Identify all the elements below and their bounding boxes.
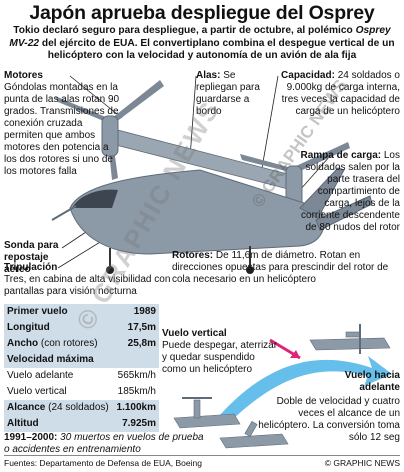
stats-label: Vuelo vertical: [7, 386, 67, 398]
aircraft-forward: [309, 324, 391, 354]
footer-copyright: © GRAPHIC NEWS: [324, 458, 400, 468]
accident-note: 1991–2000: 30 muertos en vuelos de prueb…: [4, 432, 204, 456]
note-text: 30 muertos en vuelos de prueba o acciden…: [4, 432, 204, 455]
stats-label-text: Velocidad máxima: [7, 354, 94, 365]
refuel-probe: [51, 205, 77, 221]
stats-value: 1.100km: [116, 402, 156, 413]
callout-rotores-body: De 11,6m de diámetro. Rotan en direccion…: [172, 250, 389, 285]
osprey-illustration: [51, 75, 373, 274]
callout-capacidad: Capacidad: 24 soldados o 9.000kg de carg…: [278, 70, 400, 118]
stats-label-sub: (24 soldados): [45, 402, 109, 413]
callout-rampa-head: Rampa de carga:: [300, 150, 382, 161]
stats-row: Ancho (con rotores) 25,8m: [4, 336, 159, 352]
cockpit: [72, 189, 118, 208]
stats-row: Velocidad máxima: [4, 352, 159, 368]
callout-alas-body: Se repliegan para guardarse a bordo: [196, 70, 260, 117]
callout-rampa-body: Los soldados salen por la parte trasera …: [301, 150, 400, 233]
callout-vuelo-adelante-body: Doble de velocidad y cuatro veces el alc…: [258, 396, 400, 443]
callout-capacidad-body: 24 soldados o 9.000kg de carga interna, …: [281, 70, 400, 117]
rear-wheel: [246, 266, 254, 274]
stats-value: 185km/h: [117, 386, 156, 397]
intro-part1: Tokio declaró seguro para despliegue, a …: [13, 25, 356, 36]
stats-label: Altitud: [7, 418, 39, 430]
callout-sonda: Sonda para repostaje aéreo: [4, 240, 66, 276]
page-title: Japón aprueba despliegue del Osprey: [29, 2, 375, 24]
callout-alas-head: Alas:: [196, 70, 221, 81]
stats-label-text: Altitud: [7, 418, 39, 429]
callout-rotores-head: Rotores:: [172, 250, 214, 261]
stats-label-text: Longitud: [7, 322, 50, 333]
footer-rule: [4, 455, 400, 456]
stats-row: Altitud 7.925m: [4, 416, 159, 432]
stats-value: 25,8m: [127, 338, 156, 349]
callout-tripulacion-head: Tripulación: [4, 262, 58, 273]
callout-vuelo-vertical-head: Vuelo vertical: [162, 328, 227, 339]
intro-model: Osprey MV-22: [9, 25, 391, 49]
stats-label: Vuelo adelante: [7, 370, 73, 382]
footer-source: Fuentes: Departamento de Defensa de EUA,…: [4, 458, 202, 468]
callout-tripulacion-body: Tres, en cabina de alta visibilidad con …: [4, 274, 171, 297]
stats-row: Alcance (24 soldados) 1.100km: [4, 400, 159, 416]
tail-fin-right: [315, 195, 373, 231]
aircraft-vertical: [173, 397, 241, 429]
aircraft-transition: [219, 421, 289, 449]
stats-label-text: Vuelo vertical: [7, 386, 67, 397]
left-nacelle: [101, 115, 119, 157]
tail-fin-left: [299, 167, 345, 219]
stats-row: Vuelo adelante 565km/h: [4, 368, 159, 384]
callout-vuelo-vertical: Vuelo vertical Puede despegar, aterrizar…: [162, 328, 282, 376]
callout-rampa: Rampa de carga: Los soldados salen por l…: [300, 150, 401, 234]
stats-row: Longitud 17,5m: [4, 320, 159, 336]
callout-sonda-head: Sonda para repostaje aéreo: [4, 240, 59, 275]
callout-vuelo-vertical-body: Puede despegar, aterrizar y quedar suspe…: [162, 340, 278, 375]
stats-row: Vuelo vertical 185km/h: [4, 384, 159, 400]
stats-label: Primer vuelo: [7, 306, 68, 318]
callout-motores: Motores Góndolas montadas en la punta de…: [4, 70, 122, 178]
stats-label-text: Alcance: [7, 402, 46, 413]
stats-label: Longitud: [7, 322, 50, 334]
landing-gear: [109, 246, 251, 268]
callout-rotores: Rotores: De 11,6m de diámetro. Rotan en …: [172, 250, 400, 286]
flight-modes-illustration: [173, 324, 392, 449]
stats-label: Alcance (24 soldados): [7, 402, 109, 414]
front-wheel: [106, 266, 114, 274]
stats-value: 1989: [133, 306, 156, 317]
callout-vuelo-adelante-head: Vuelo hacia adelante: [344, 370, 400, 393]
stats-value: 565km/h: [117, 370, 156, 381]
callout-motores-head: Motores: [4, 70, 43, 81]
callout-tripulacion: Tripulación Tres, en cabina de alta visi…: [4, 262, 174, 298]
stats-value: 7.925m: [122, 418, 156, 429]
note-years: 1991–2000:: [4, 432, 58, 443]
callout-vuelo-adelante: Doble de velocidad y cuatro veces el alc…: [258, 396, 400, 444]
footer: Fuentes: Departamento de Defensa de EUA,…: [4, 458, 400, 468]
stats-label-text: Primer vuelo: [7, 306, 68, 317]
stats-value: 17,5m: [127, 322, 156, 333]
callout-alas: Alas: Se repliegan para guardarse a bord…: [196, 70, 268, 118]
callout-motores-body: Góndolas montadas en la punta de las ala…: [4, 82, 120, 177]
callout-capacidad-head: Capacidad:: [281, 70, 335, 81]
stats-label: Velocidad máxima: [7, 354, 94, 366]
stats-label-sub: (con rotores): [38, 338, 98, 349]
intro-text: Tokio declaró seguro para despliegue, a …: [4, 25, 400, 63]
stats-label-text: Ancho: [7, 338, 39, 349]
callout-vuelo-adelante-head-box: Vuelo hacia adelante: [310, 370, 400, 394]
pink-arrowhead: [290, 350, 300, 358]
stats-row: Primer vuelo 1989: [4, 304, 159, 320]
transition-arrow: [220, 356, 392, 422]
stats-label: Ancho (con rotores): [7, 338, 98, 350]
intro-part2: del ejército de EUA. El convertiplano co…: [39, 37, 395, 62]
stats-label-text: Vuelo adelante: [7, 370, 74, 381]
